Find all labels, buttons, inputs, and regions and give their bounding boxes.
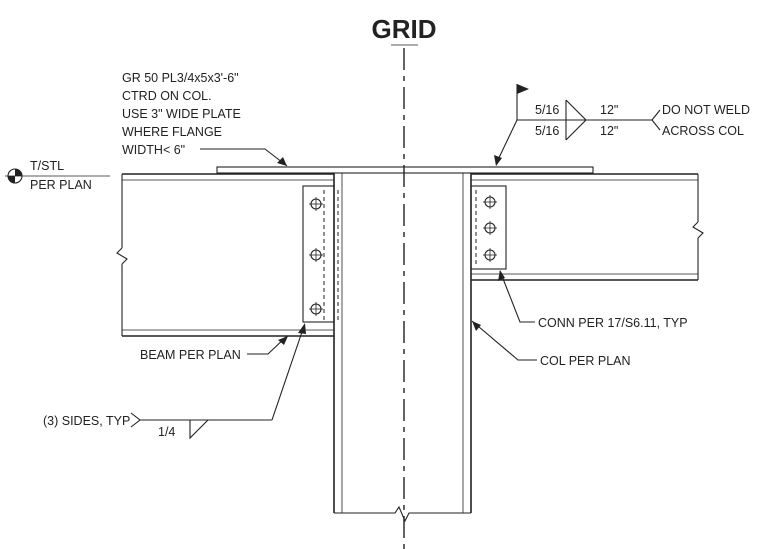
plate-note-line-3: USE 3" WIDE PLATE: [122, 107, 241, 121]
tos-label: T/STL: [30, 159, 64, 173]
col-note-text: COL PER PLAN: [540, 354, 631, 368]
bolt: [309, 248, 323, 262]
cap-plate: [216, 166, 594, 174]
right-shear-tab: [470, 185, 507, 270]
conn-note-text: CONN PER 17/S6.11, TYP: [538, 316, 688, 330]
weld-tail-icon: [130, 412, 141, 428]
bolt: [483, 248, 497, 262]
left-shear-tab: [302, 185, 339, 323]
column: [333, 173, 472, 523]
leader-arrowhead: [472, 321, 481, 331]
bottom-weld-symbol: (3) SIDES, TYP 1/4: [43, 323, 306, 440]
sides-note-text: (3) SIDES, TYP: [43, 414, 130, 428]
grid-label: GRID: [372, 14, 437, 44]
leader-arrowhead: [278, 336, 288, 345]
plate-note: GR 50 PL3/4x5x3'-6" CTRD ON COL. USE 3" …: [122, 71, 288, 167]
weld-length-upper: 12": [600, 103, 618, 117]
weld-size-lower: 5/16: [535, 124, 559, 138]
right-beam: [471, 173, 704, 281]
weld-note-line-1: DO NOT WELD: [662, 103, 750, 117]
weld-size-bottom: 1/4: [158, 425, 175, 439]
top-of-steel-marker: T/STL PER PLAN: [5, 159, 110, 192]
fillet-weld-icon: [189, 419, 209, 440]
plate-note-line-4: WHERE FLANGE: [122, 125, 222, 139]
field-weld-flag-icon: [517, 84, 529, 94]
beam-note: BEAM PER PLAN: [140, 335, 288, 362]
plate-note-leader: [200, 148, 288, 167]
weld-length-lower: 12": [600, 124, 618, 138]
weld-size-upper: 5/16: [535, 103, 559, 117]
top-weld-symbol: 5/16 5/16 12" 12" DO NOT WELD ACROSS COL: [494, 84, 750, 166]
beam-note-text: BEAM PER PLAN: [140, 348, 241, 362]
weld-tail-icon: [651, 109, 661, 131]
plate-note-line-1: GR 50 PL3/4x5x3'-6": [122, 71, 239, 85]
bolt: [309, 302, 323, 316]
bolt: [483, 221, 497, 235]
conn-note: CONN PER 17/S6.11, TYP: [498, 270, 688, 330]
leader-arrowhead: [498, 270, 505, 281]
leader-arrowhead: [494, 155, 502, 166]
leader-arrowhead: [298, 323, 306, 334]
bolt: [309, 197, 323, 211]
col-note: COL PER PLAN: [471, 320, 631, 368]
left-beam: [116, 173, 334, 337]
plate-note-line-2: CTRD ON COL.: [122, 89, 212, 103]
weld-note-line-2: ACROSS COL: [662, 124, 744, 138]
bolt: [483, 195, 497, 209]
plate-note-line-5: WIDTH< 6": [122, 143, 185, 157]
fillet-weld-both-sides-icon: [565, 99, 587, 141]
tos-sublabel: PER PLAN: [30, 178, 92, 192]
leader-arrowhead: [277, 157, 287, 166]
